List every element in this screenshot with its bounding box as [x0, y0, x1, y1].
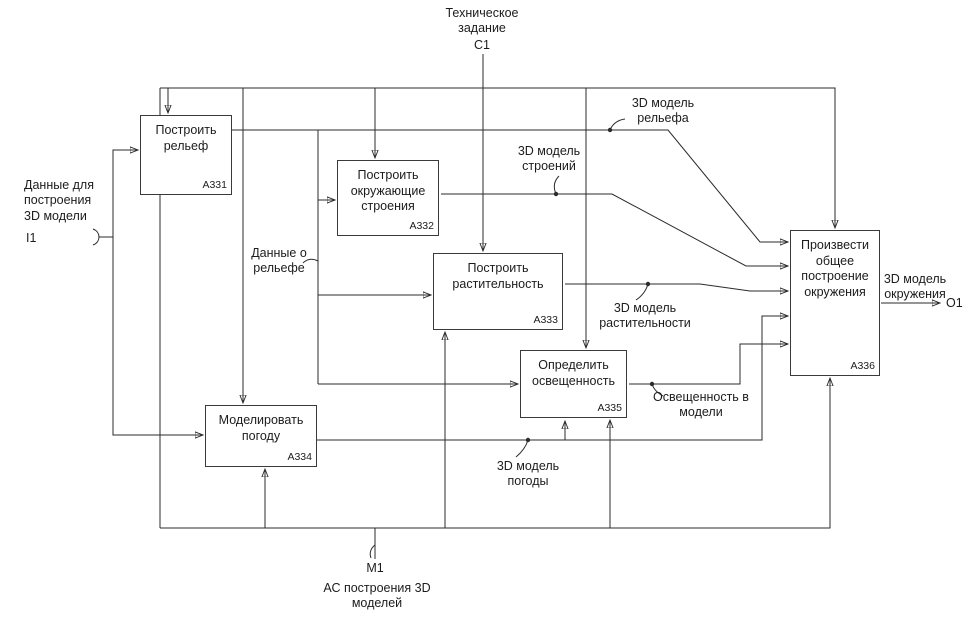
flow-label-relief-model: 3D модель рельефа: [631, 96, 695, 126]
output-code: O1: [946, 296, 963, 310]
tag-buildings: [553, 175, 560, 195]
activity-title-a336: Произвести общее построение окружения: [800, 238, 869, 299]
flow-label-relief-data: Данные о рельефе: [251, 246, 307, 276]
wire-vegetation-to-a336: [565, 283, 788, 291]
input-code: I1: [26, 231, 37, 245]
control-label: Техническое задание: [445, 6, 519, 36]
input-flow-wires: [99, 150, 203, 435]
flow-label-weather-model: 3D модель погоды: [496, 459, 560, 489]
activity-box-a335: Определить освещенность A335: [520, 350, 627, 418]
control-code: C1: [474, 38, 490, 52]
tag-relief-data: [302, 258, 319, 264]
tag-vegetation: [635, 283, 649, 301]
tag-relief: [609, 118, 626, 131]
output-flow-wires: [232, 129, 940, 441]
input-label: Данные для построения 3D модели: [24, 178, 94, 223]
activity-box-a331: Построить рельеф A331: [140, 115, 232, 195]
activity-title-a335: Определить освещенность: [532, 358, 615, 388]
control-flow-wires: [160, 54, 835, 403]
mechanism-code: M1: [366, 561, 384, 575]
activity-code-a336: A336: [850, 359, 875, 372]
activity-title-a331: Построить рельеф: [155, 123, 217, 153]
wire-i1-to-a331: [112, 150, 138, 237]
flow-label-tags: [92, 118, 664, 559]
activity-title-a333: Построить растительность: [452, 261, 544, 291]
wire-relief-to-a336: [232, 129, 788, 242]
activity-box-a336: Произвести общее построение окружения A3…: [790, 230, 880, 376]
tag-i1: [92, 228, 100, 246]
activity-code-a333: A333: [533, 313, 558, 326]
flow-label-vegetation-model: 3D модель растительности: [599, 301, 691, 331]
wire-weather-to-a336: [317, 316, 788, 441]
wire-c1-rail-to-a336: [160, 87, 835, 228]
flow-label-lighting-in-model: Освещенность в модели: [653, 390, 749, 420]
activity-title-a334: Моделировать погоду: [218, 413, 304, 443]
activity-box-a332: Построить окружающие строения A332: [337, 160, 439, 236]
wire-buildings-to-a336: [441, 193, 788, 266]
tag-weather: [515, 439, 529, 458]
wire-lighting-to-a336: [629, 344, 788, 385]
activity-code-a332: A332: [409, 219, 434, 232]
wire-i1-to-a334: [112, 237, 203, 435]
activity-code-a331: A331: [202, 178, 227, 191]
activity-box-a333: Построить растительность A333: [433, 253, 563, 330]
mechanism-label: АС построения 3D моделей: [323, 581, 431, 611]
activity-code-a335: A335: [597, 401, 622, 414]
activity-code-a334: A334: [287, 450, 312, 463]
tag-m1: [369, 544, 376, 559]
output-label: 3D модель окружения: [883, 272, 947, 302]
activity-box-a334: Моделировать погоду A334: [205, 405, 317, 467]
activity-title-a332: Построить окружающие строения: [350, 168, 426, 214]
tag-lighting: [651, 383, 664, 397]
flow-label-buildings-model: 3D модель строений: [517, 144, 581, 174]
wire-mechanism-rail-to-a336: [160, 378, 830, 529]
